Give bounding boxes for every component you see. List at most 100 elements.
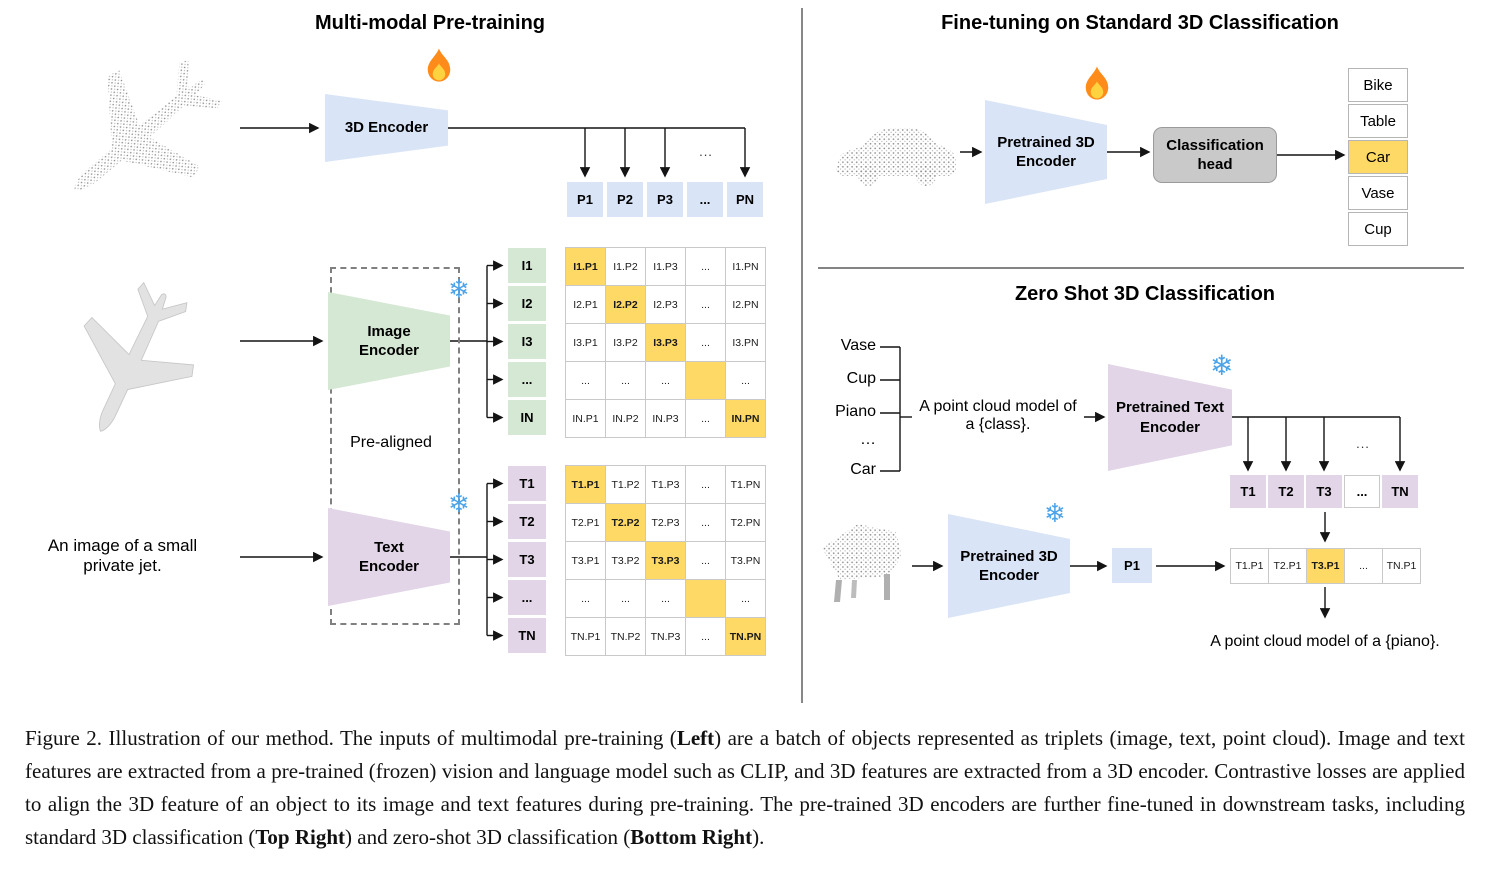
matrix-cell: ... — [686, 324, 726, 362]
matrix-cell: ... — [686, 466, 726, 504]
top-right-title: Fine-tuning on Standard 3D Classificatio… — [941, 12, 1339, 34]
matrix-cell: ... — [686, 248, 726, 286]
matrix-cell: ... — [686, 286, 726, 324]
matrix-cell: ... — [686, 400, 726, 438]
matrix-cell: TN.P1 — [566, 618, 606, 656]
matrix-cell: I2.P2 — [606, 286, 646, 324]
matrix-cell: I1.P3 — [646, 248, 686, 286]
matrix-cell: ... — [686, 618, 726, 656]
p-cell: P3 — [647, 182, 683, 217]
i-cell: IN — [508, 400, 546, 435]
caption-bold-ref: Left — [676, 726, 715, 750]
i-cell: I3 — [508, 324, 546, 359]
matrix-cell: I3.P1 — [566, 324, 606, 362]
left-panel-arrows — [240, 122, 751, 641]
t-cell: T3 — [508, 542, 546, 577]
matrix-cell: ... — [686, 504, 726, 542]
matrix-cell: I2.PN — [726, 286, 766, 324]
car-point-cloud — [836, 128, 956, 186]
matrix-cell: I3.PN — [726, 324, 766, 362]
snowflake-icon: ❄ — [448, 274, 470, 304]
result-cell: ... — [1345, 549, 1383, 584]
bottom-right-title: Zero Shot 3D Classification — [1014, 283, 1276, 305]
matrix-cell — [686, 362, 726, 400]
t-cell: ... — [508, 580, 546, 615]
matrix-cell: T2.PN — [726, 504, 766, 542]
matrix-cell: ... — [726, 362, 766, 400]
class-label-vase: Vase — [840, 337, 876, 354]
left-panel-title: Multi-modal Pre-training — [315, 12, 545, 34]
result-cell: T1.P1 — [1231, 549, 1269, 584]
matrix-cell: T1.PN — [726, 466, 766, 504]
p-cell: ... — [687, 182, 723, 217]
matrix-cell: I3.P2 — [606, 324, 646, 362]
matrix-cell: T2.P3 — [646, 504, 686, 542]
class-label-cup: Cup — [846, 370, 876, 387]
i-cell: ... — [508, 362, 546, 397]
class-item: Cup — [1348, 212, 1408, 246]
matrix-cell: I2.P3 — [646, 286, 686, 324]
matrix-cell: T3.PN — [726, 542, 766, 580]
matrix-cell: I2.P1 — [566, 286, 606, 324]
t-cell: T3 — [1306, 475, 1342, 508]
piano-point-cloud — [822, 524, 902, 602]
t-cell: T1 — [1230, 475, 1266, 508]
p-cell: P2 — [607, 182, 643, 217]
snowflake-icon: ❄ — [1210, 350, 1234, 381]
matrix-cell: IN.P1 — [566, 400, 606, 438]
matrix-cell: TN.P3 — [646, 618, 686, 656]
matrix-cell: IN.P3 — [646, 400, 686, 438]
i-cell: I2 — [508, 286, 546, 321]
matrix-cell: ... — [606, 580, 646, 618]
pretrained-3d-encoder-zs-label: Pretrained 3D Encoder — [960, 547, 1058, 585]
matrix-cell: T3.P1 — [566, 542, 606, 580]
result-cell: T2.P1 — [1269, 549, 1307, 584]
t-cell: TN — [508, 618, 546, 653]
matrix-cell — [686, 580, 726, 618]
matrix-cell: TN.P2 — [606, 618, 646, 656]
matrix-cell: ... — [566, 580, 606, 618]
class-item: Table — [1348, 104, 1408, 138]
p-cell: P1 — [567, 182, 603, 217]
text-encoder-label: Text Encoder — [358, 538, 419, 576]
matrix-cell: IN.P2 — [606, 400, 646, 438]
bottom-right-arrows — [880, 346, 1406, 619]
text-input-caption: An image of a small private jet. — [47, 536, 198, 575]
result-cell: T3.P1 — [1307, 549, 1345, 584]
matrix-cell: T3.P3 — [646, 542, 686, 580]
class-item: Vase — [1348, 176, 1408, 210]
figure-caption: Figure 2. Illustration of our method. Th… — [25, 722, 1465, 854]
caption-text: ) and zero-shot 3D classification ( — [345, 825, 631, 849]
class-item: Car — [1348, 140, 1408, 174]
t-cell: TN — [1382, 475, 1418, 508]
class-label-car: Car — [850, 461, 876, 478]
caption-text: ) are a batch of objects represented as … — [25, 726, 1465, 849]
classification-head-label: Classification head — [1166, 136, 1264, 174]
t-cell: T1 — [508, 466, 546, 501]
class-label-ellipsis: … — [860, 431, 876, 448]
top-right-arrows — [960, 146, 1346, 161]
matrix-cell: ... — [686, 542, 726, 580]
caption-text: Figure 2. Illustration of our method. Th… — [25, 726, 677, 750]
t-cell: T2 — [1268, 475, 1304, 508]
pre-aligned-label: Pre-aligned — [350, 434, 432, 451]
image-encoder-label: Image Encoder — [358, 322, 419, 360]
matrix-cell: T2.P2 — [606, 504, 646, 542]
matrix-cell: T3.P2 — [606, 542, 646, 580]
pre-aligned-box — [330, 267, 460, 625]
ellipsis-t-drops: ... — [1356, 436, 1370, 451]
t-cell: T2 — [508, 504, 546, 539]
snowflake-icon: ❄ — [1044, 498, 1066, 528]
fire-icon — [1082, 66, 1112, 102]
matrix-cell: T2.P1 — [566, 504, 606, 542]
class-item: Bike — [1348, 68, 1408, 102]
caption-bold-ref: Bottom Right — [630, 825, 753, 849]
matrix-cell: IN.PN — [726, 400, 766, 438]
matrix-cell: TN.PN — [726, 618, 766, 656]
